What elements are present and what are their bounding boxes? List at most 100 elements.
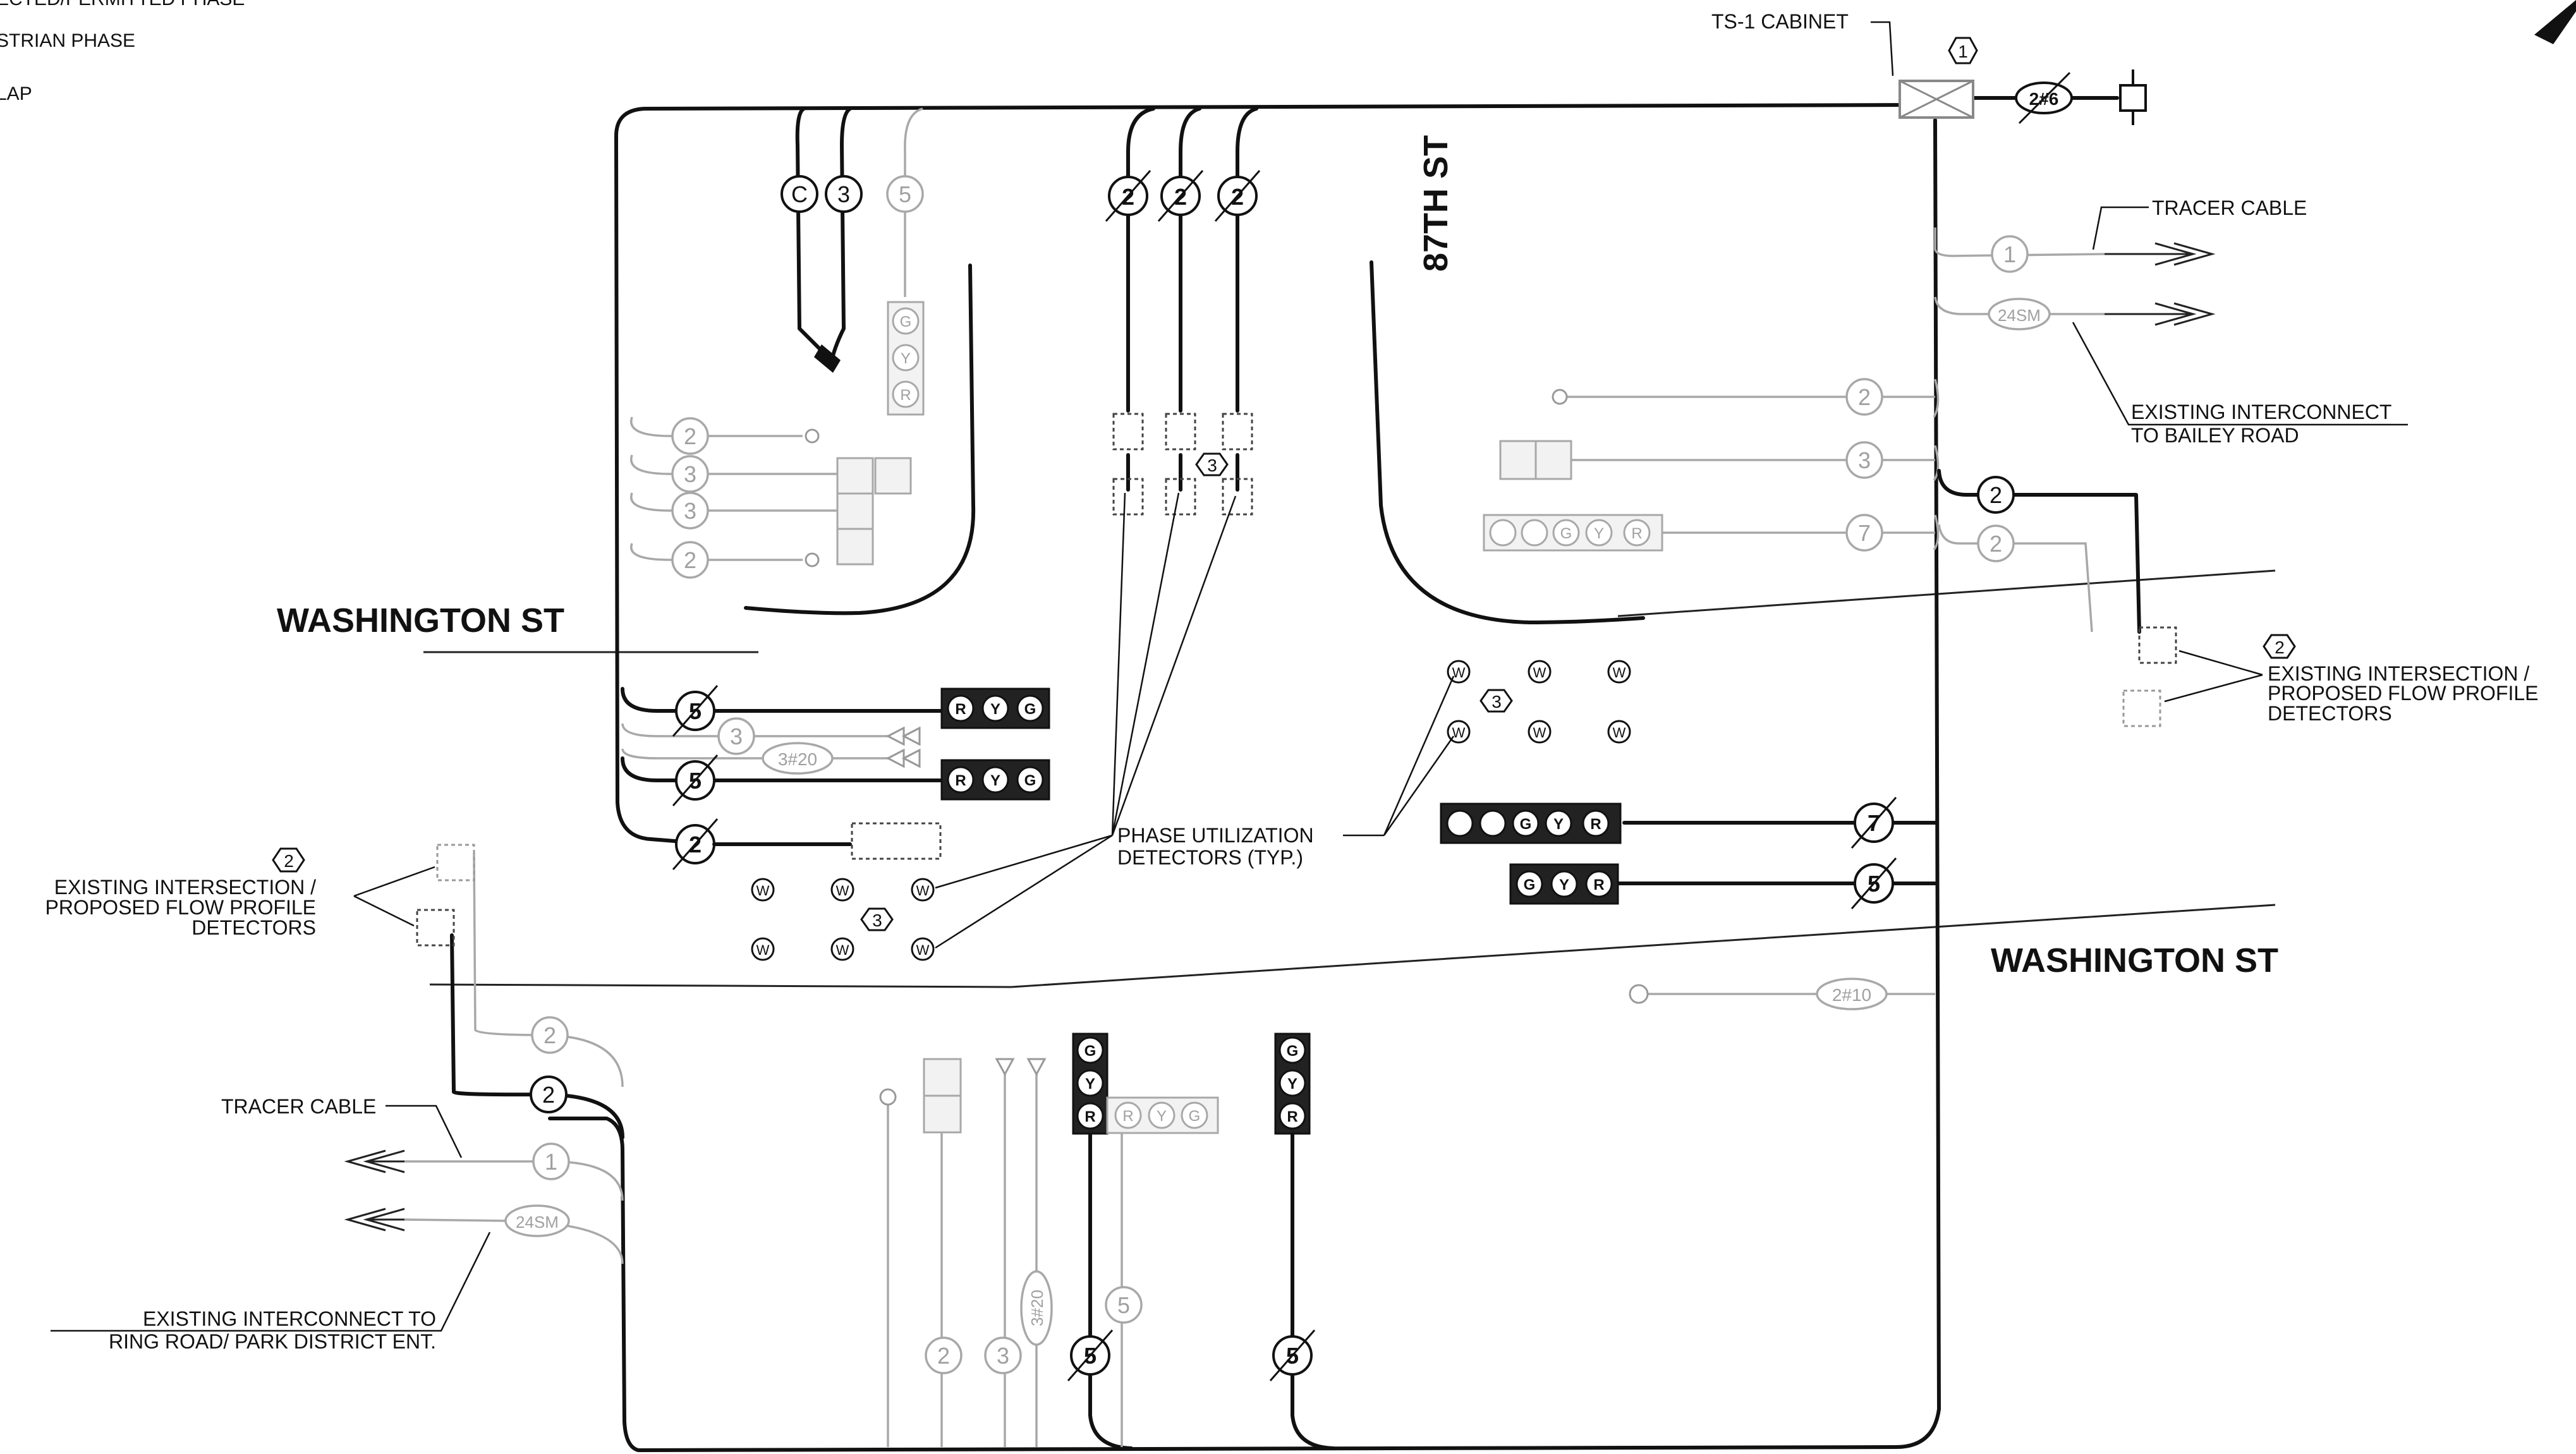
feeder-south-5b [1291, 1129, 1335, 1450]
svg-text:2: 2 [1122, 184, 1134, 210]
svg-text:5: 5 [899, 181, 911, 207]
loop-detectors-north: 3 [1112, 413, 1253, 516]
svg-text:3: 3 [837, 181, 850, 207]
feeder-nw-2-bottom [630, 543, 803, 561]
feeder-head-5-bottom [621, 756, 944, 782]
svg-text:2: 2 [1990, 482, 2002, 508]
phase-detector-w [830, 878, 854, 902]
phase-detector-w [911, 878, 935, 902]
svg-text:Y: Y [1594, 525, 1604, 542]
cable-tag-2-nw-bottom [671, 541, 709, 579]
west-interconnect: 2 EXISTING INTERSECTION / PROPOSED FLOW … [45, 844, 570, 1353]
phase-detector-w [751, 937, 775, 961]
cable-tag-3-20-west [762, 742, 834, 775]
interconnect-leader-west [51, 1232, 491, 1332]
push-button-icon [805, 552, 820, 567]
svg-text:3: 3 [684, 498, 696, 524]
conduit-east-south-loop [548, 118, 1941, 1452]
phase-detector-w [1607, 660, 1631, 684]
loop-detector [1222, 478, 1253, 516]
washington-south-curb-west [429, 983, 1012, 988]
svg-text:R: R [1590, 816, 1601, 833]
svg-text:1: 1 [545, 1149, 557, 1175]
west-signal-heads: 5 3 3#20 5 2 R Y G R Y G [672, 685, 1050, 870]
cable-tag-2-nw-top [671, 417, 709, 455]
cable-tag-3-south [984, 1336, 1022, 1374]
cable-tag-2-flow-east-existing [1977, 524, 2015, 562]
cabinet-note-number: 1 [1958, 42, 1968, 61]
flow-detector-east-wire [1937, 469, 2141, 634]
cable-tag-2-flow-east [1977, 476, 2015, 514]
flow-note-west-line-2: PROPOSED FLOW PROFILE [45, 896, 316, 919]
flow-detector-west-b [416, 909, 455, 947]
interconnect-arrow-west [344, 1208, 405, 1232]
phase-detector-w [1528, 660, 1552, 684]
svg-text:2: 2 [684, 547, 696, 573]
conduit-runs [404, 96, 2141, 1452]
ped-push-button-icon [885, 726, 921, 746]
svg-text:W: W [1533, 725, 1546, 741]
phase-detector-w [1607, 720, 1631, 744]
svg-text:G: G [900, 313, 912, 330]
ped-head-hand-icon [836, 457, 874, 495]
svg-text:5: 5 [689, 768, 702, 794]
conduit-5-grey-run [904, 107, 923, 297]
svg-text:2#10: 2#10 [1832, 985, 1871, 1005]
svg-text:2: 2 [937, 1343, 950, 1369]
flow-note-east-line-2: PROPOSED FLOW PROFILE [2268, 682, 2539, 705]
svg-text:2: 2 [284, 851, 294, 871]
svg-text:R: R [1122, 1108, 1133, 1125]
svg-text:7: 7 [1868, 810, 1880, 836]
ped-head-walk-icon [874, 457, 912, 495]
svg-text:Y: Y [1559, 876, 1569, 894]
service-cable-label: 2#6 [2029, 89, 2059, 109]
svg-text:Y: Y [1553, 816, 1564, 833]
phase-utilization-callout: PHASE UTILIZATION DETECTORS (TYP.) [935, 492, 1455, 949]
conduit-2b-run [1179, 107, 1201, 413]
svg-text:W: W [1452, 725, 1466, 741]
svg-text:Y: Y [901, 350, 911, 367]
svg-text:R: R [955, 701, 966, 718]
street-name-washington-west: WASHINGTON ST [277, 602, 564, 639]
flow-detector-east-b [2122, 689, 2161, 727]
service-disconnect [2119, 84, 2147, 112]
svg-text:Y: Y [1085, 1075, 1095, 1093]
phase-detectors-west: W W W W W W 3 [751, 878, 935, 961]
phase-utilization-label-2: DETECTORS (TYP.) [1117, 846, 1303, 869]
hex-tag-east [1479, 689, 1513, 713]
svg-text:R: R [1631, 525, 1642, 542]
flow-detector-east-wire-grey [1938, 524, 2093, 633]
svg-text:2: 2 [1990, 531, 2002, 557]
svg-text:G: G [1524, 876, 1536, 894]
feeder-head-5-top [621, 687, 944, 713]
svg-text:G: G [1084, 1043, 1097, 1060]
cable-tag-3-nw-b [671, 492, 709, 530]
east-signal-heads: G Y R G Y R 7 5 2#10 [1440, 797, 1897, 1010]
svg-text:3: 3 [684, 461, 696, 487]
interconnect-leader-east [2072, 322, 2408, 426]
svg-text:3: 3 [1492, 692, 1502, 712]
cable-tag-2-flow-west-existing [531, 1016, 569, 1054]
svg-text:Y: Y [990, 701, 1000, 718]
ped-head-hand-icon [923, 1094, 962, 1134]
north-arrow-icon [2534, 0, 2576, 44]
interconnect-east-line-1: EXISTING INTERCONNECT [2131, 401, 2391, 423]
svg-text:3: 3 [1858, 447, 1871, 473]
interconnect-east-wire [1934, 296, 2105, 315]
svg-text:R: R [1593, 876, 1604, 894]
svg-text:R: R [955, 772, 966, 789]
cable-tag-2-flow-west [530, 1075, 568, 1113]
svg-text:2: 2 [1174, 184, 1187, 210]
svg-text:Y: Y [990, 772, 1000, 789]
svg-text:2: 2 [689, 832, 702, 857]
svg-text:2: 2 [1231, 184, 1244, 210]
tracer-east-wire [1934, 227, 2105, 257]
svg-text:G: G [1560, 525, 1572, 542]
conduit-2a-run [1126, 107, 1155, 413]
svg-text:W: W [756, 883, 770, 899]
cable-tag-2-south [925, 1336, 963, 1374]
push-button-icon [1552, 389, 1568, 405]
south-signal-heads: G Y R G Y R R Y G 2 3 3#20 5 5 [879, 1033, 1316, 1381]
flow-note-west-line-3: DETECTORS [191, 916, 316, 939]
cable-tag-2-10-east [1816, 978, 1888, 1010]
